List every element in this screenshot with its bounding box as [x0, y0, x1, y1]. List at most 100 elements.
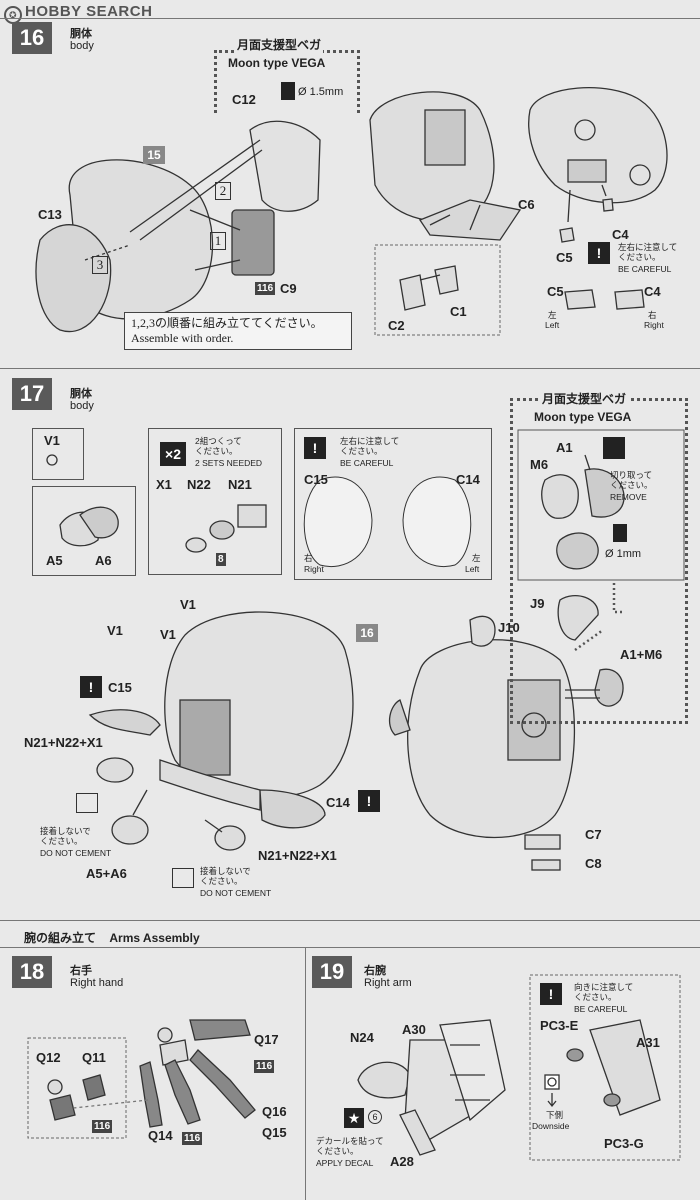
part-label: A1 [556, 440, 573, 455]
decal-en: APPLY DECAL [316, 1158, 374, 1168]
right-en: Right [304, 564, 324, 574]
part-label: C13 [38, 207, 62, 222]
step19-title-jp: 右腕 [364, 965, 386, 977]
right-jp: 右 [304, 553, 313, 563]
moon-vega-callout-17 [510, 398, 688, 724]
step16-title-en: body [70, 40, 94, 52]
left-en: Left [465, 564, 480, 574]
part-label: J10 [498, 620, 520, 635]
sets-box [148, 428, 282, 575]
parts-tree-tag: 116 [254, 1060, 275, 1073]
ref-step-15: 15 [143, 146, 165, 164]
careful-jp: 左右に注意して ください。 [618, 242, 678, 262]
downside-en: Downside [532, 1121, 570, 1131]
caution-icon: ! [540, 983, 562, 1005]
drill-icon [613, 524, 627, 542]
part-label: V1 [107, 623, 123, 638]
careful-en: BE CAREFUL [574, 1004, 628, 1014]
nocement-jp: 接着しないで ください。 [200, 866, 251, 886]
caution-icon: ! [358, 790, 380, 812]
part-label: Q16 [262, 1104, 287, 1119]
assemble-order-note: 1,2,3の順番に組み立ててください。 Assemble with order. [124, 312, 352, 350]
nocement-en: DO NOT CEMENT [40, 848, 112, 858]
seq-2: 2 [215, 182, 231, 200]
moon-vega-title-jp: 月面支援型ベガ [540, 390, 629, 407]
step-number-19: 19 [312, 956, 352, 988]
part-label: C14 [326, 795, 350, 810]
part-label: PC3-E [540, 1018, 579, 1033]
nocement-en: DO NOT CEMENT [200, 888, 272, 898]
parts-tree-tag: 116 [92, 1120, 113, 1133]
section-divider [0, 920, 700, 921]
part-label: PC3-G [604, 1136, 644, 1151]
part-label: A5 [46, 553, 63, 568]
part-label: J9 [530, 596, 545, 611]
step-number-16: 16 [12, 22, 52, 54]
part-label: V1 [160, 627, 176, 642]
careful-en: BE CAREFUL [340, 458, 394, 468]
decal-icon: ★ [344, 1108, 364, 1128]
sets-en: 2 SETS NEEDED [195, 458, 263, 468]
column-divider [305, 947, 306, 1200]
careful-en: BE CAREFUL [618, 264, 672, 274]
part-label: A1+M6 [620, 647, 663, 662]
drill-size: Ø 1mm [605, 548, 642, 560]
downside-jp: 下側 [546, 1110, 564, 1120]
decal-number: 6 [368, 1110, 382, 1124]
order-en: Assemble with order. [131, 331, 234, 345]
part-label: C5 [556, 250, 573, 265]
part-label: Q17 [254, 1032, 279, 1047]
part-label: C15 [108, 680, 132, 695]
part-label: A5+A6 [86, 866, 127, 881]
v1-box [32, 428, 84, 480]
left-jp: 左 [472, 553, 481, 563]
part-label: C8 [585, 856, 602, 871]
careful-jp: 向きに注意して ください。 [574, 982, 634, 1002]
arms-title-en: Arms Assembly [109, 931, 200, 945]
remove-icon [603, 437, 625, 459]
part-label: M6 [530, 457, 549, 472]
part-label: Q15 [262, 1125, 287, 1140]
decal-jp: デカールを貼って ください。 [316, 1136, 384, 1156]
x2-badge: ×2 [160, 442, 186, 466]
part-label: Q12 [36, 1050, 61, 1065]
step-number-18: 18 [12, 956, 52, 988]
part-label: C12 [232, 92, 256, 107]
part-label: A30 [402, 1022, 426, 1037]
part-label: N22 [187, 477, 211, 492]
section-divider [0, 368, 700, 369]
part-label: C6 [518, 197, 535, 212]
order-jp: 1,2,3の順番に組み立ててください。 [131, 316, 323, 330]
caution-icon: ! [304, 437, 326, 459]
part-label: N21 [228, 477, 252, 492]
arms-title-jp: 腕の組み立て [24, 931, 97, 945]
part-label: C14 [456, 472, 480, 487]
step18-title-en: Right hand [70, 977, 124, 989]
no-cement-icon [76, 793, 98, 813]
seq-3: 3 [92, 256, 108, 274]
part-label: C4 [612, 227, 629, 242]
part-label: C15 [304, 472, 328, 487]
sets-jp: 2組つくって ください。 [195, 436, 242, 456]
caution-icon: ! [588, 242, 610, 264]
part-label: X1 [156, 477, 172, 492]
remove-jp: 切り取って ください。 [610, 470, 653, 490]
part-label: V1 [180, 597, 196, 612]
step17-title-jp: 胴体 [70, 388, 92, 400]
section-divider [0, 947, 700, 948]
part-label: V1 [44, 433, 60, 448]
moon-vega-title-en: Moon type VEGA [534, 410, 632, 424]
step19-title-en: Right arm [364, 977, 412, 989]
part-label: A6 [95, 553, 112, 568]
c14-c15-box [294, 428, 492, 580]
part-label: N21+N22+X1 [24, 735, 103, 750]
drill-icon [281, 82, 295, 100]
part-label: N21+N22+X1 [258, 848, 337, 863]
ref-step-16: 16 [356, 624, 378, 642]
right-jp: 右 [648, 310, 657, 320]
step16-title-jp: 胴体 [70, 28, 92, 40]
section-divider [0, 18, 700, 19]
caution-icon: ! [80, 676, 102, 698]
part-label: A28 [390, 1154, 414, 1169]
